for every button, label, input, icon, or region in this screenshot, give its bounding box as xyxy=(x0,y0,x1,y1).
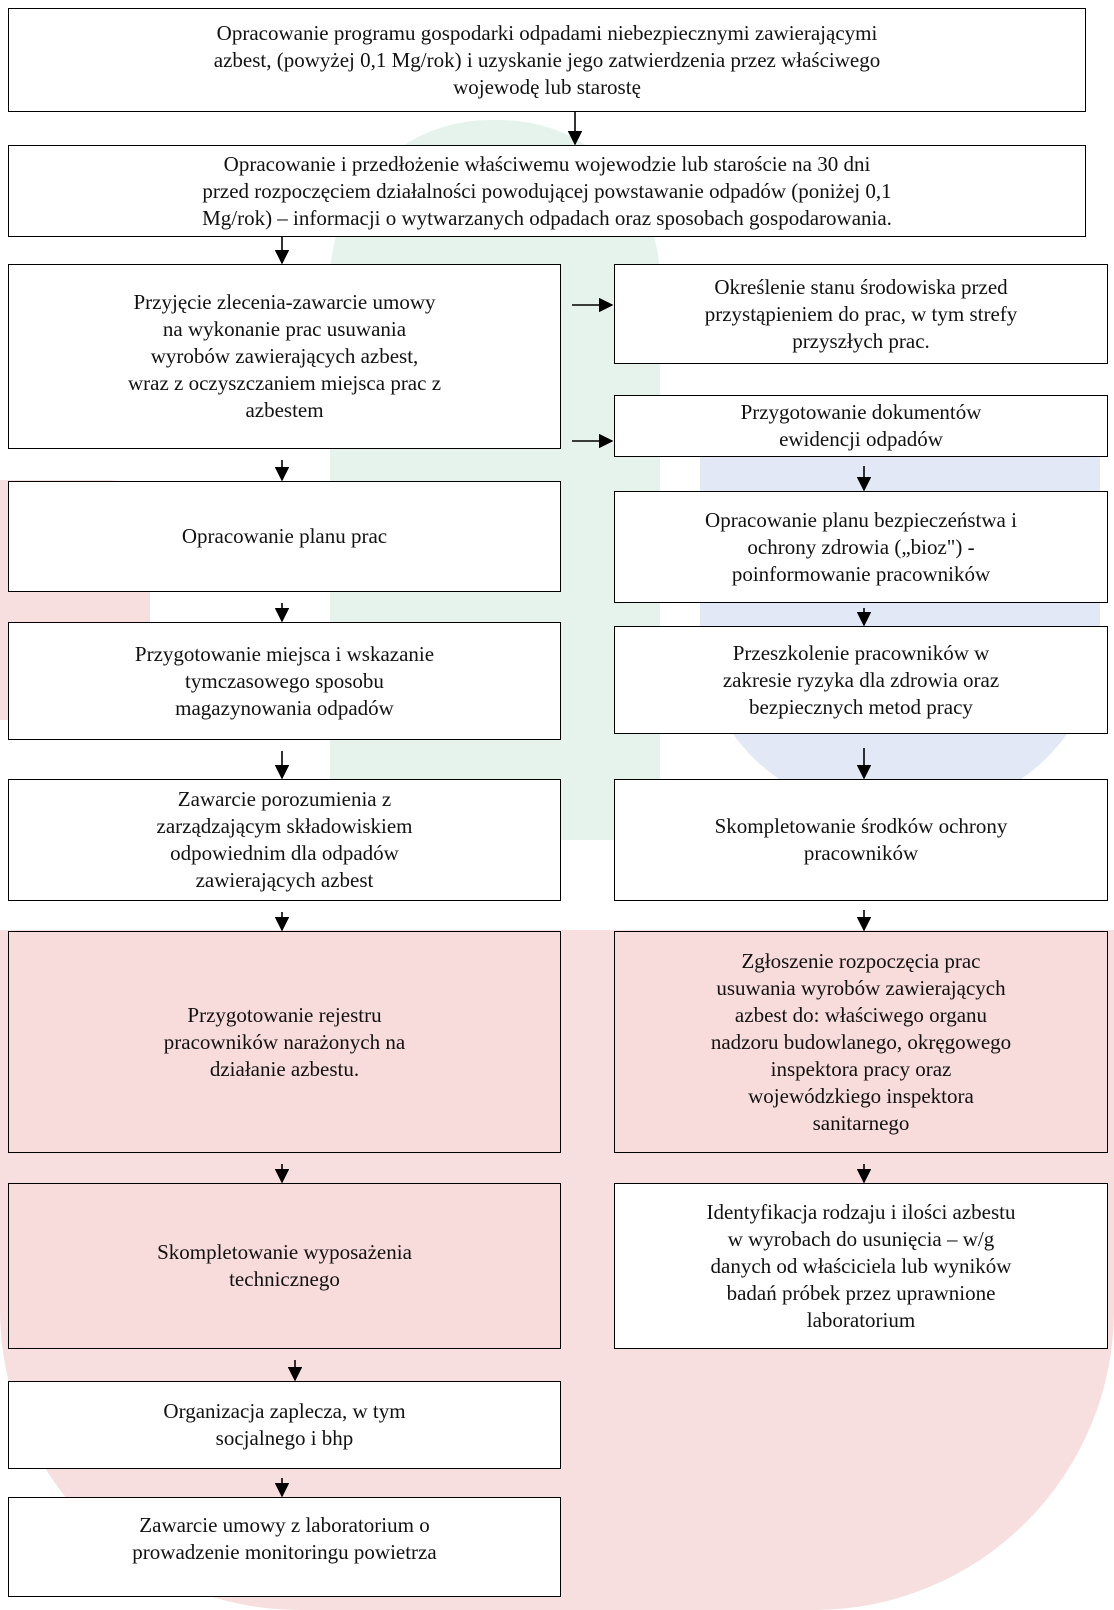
step-protection-equipment-text: Skompletowanie środków ochrony pracownik… xyxy=(714,814,1008,865)
step-asbestos-identification: Identyfikacja rodzaju i ilości azbestu w… xyxy=(614,1183,1108,1349)
step-waste-documents: Przygotowanie dokumentów ewidencji odpad… xyxy=(614,395,1108,457)
step-work-plan: Opracowanie planu prac xyxy=(8,481,561,592)
step-asbestos-identification-text: Identyfikacja rodzaju i ilości azbestu w… xyxy=(706,1199,1016,1332)
step-waste-program-text: Opracowanie programu gospodarki odpadami… xyxy=(213,20,881,99)
step-waste-program: Opracowanie programu gospodarki odpadami… xyxy=(8,8,1086,112)
step-accept-order: Przyjęcie zlecenia-zawarcie umowy na wyk… xyxy=(8,264,561,449)
step-work-plan-text: Opracowanie planu prac xyxy=(181,524,388,548)
step-storage-place: Przygotowanie miejsca i wskazanie tymcza… xyxy=(8,622,561,740)
step-monitoring-contract: Zawarcie umowy z laboratorium o prowadze… xyxy=(8,1497,561,1597)
step-work-notification-text: Zgłoszenie rozpoczęcia prac usuwania wyr… xyxy=(710,948,1012,1135)
step-monitoring-contract-text: Zawarcie umowy z laboratorium o prowadze… xyxy=(132,1513,437,1564)
step-technical-equipment-text: Skompletowanie wyposażenia technicznego xyxy=(157,1240,412,1291)
step-landfill-agreement: Zawarcie porozumienia z zarządzającym sk… xyxy=(8,779,561,901)
step-worker-register-text: Przygotowanie rejestru pracowników naraż… xyxy=(163,1002,406,1081)
step-bioz-plan-text: Opracowanie planu bezpieczeństwa i ochro… xyxy=(705,507,1017,586)
step-accept-order-text: Przyjęcie zlecenia-zawarcie umowy na wyk… xyxy=(127,290,442,422)
step-protection-equipment: Skompletowanie środków ochrony pracownik… xyxy=(614,779,1108,901)
step-facilities: Organizacja zaplecza, w tym socjalnego i… xyxy=(8,1381,561,1469)
step-waste-documents-text: Przygotowanie dokumentów ewidencji odpad… xyxy=(740,400,982,451)
step-waste-information: Opracowanie i przedłożenie właściwemu wo… xyxy=(8,145,1086,237)
step-environment-state: Określenie stanu środowiska przed przyst… xyxy=(614,264,1108,364)
step-worker-register: Przygotowanie rejestru pracowników naraż… xyxy=(8,931,561,1153)
step-storage-place-text: Przygotowanie miejsca i wskazanie tymcza… xyxy=(134,641,435,720)
step-worker-training-text: Przeszkolenie pracowników w zakresie ryz… xyxy=(722,640,1000,719)
step-bioz-plan: Opracowanie planu bezpieczeństwa i ochro… xyxy=(614,491,1108,603)
step-landfill-agreement-text: Zawarcie porozumienia z zarządzającym sk… xyxy=(156,787,413,892)
step-waste-information-text: Opracowanie i przedłożenie właściwemu wo… xyxy=(202,151,892,230)
step-work-notification: Zgłoszenie rozpoczęcia prac usuwania wyr… xyxy=(614,931,1108,1153)
step-environment-state-text: Określenie stanu środowiska przed przyst… xyxy=(704,274,1018,353)
step-technical-equipment: Skompletowanie wyposażenia technicznego xyxy=(8,1183,561,1349)
step-facilities-text: Organizacja zaplecza, w tym socjalnego i… xyxy=(163,1399,406,1450)
step-worker-training: Przeszkolenie pracowników w zakresie ryz… xyxy=(614,626,1108,734)
